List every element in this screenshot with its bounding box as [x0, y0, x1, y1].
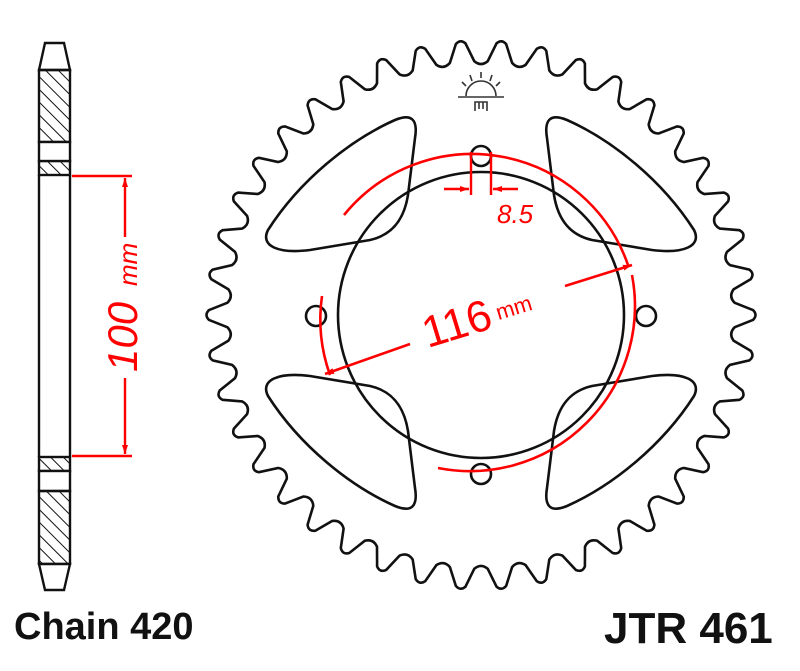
bolt-hole-label: 8.5: [497, 199, 534, 229]
svg-text:116: 116: [416, 290, 497, 357]
bolt-circle-label: 116 mm: [416, 290, 535, 357]
bolt-circle-dimension: [324, 263, 633, 376]
jt-sun-logo-icon: [458, 72, 504, 111]
bolt-hole-bottom: [469, 462, 493, 486]
bore-dimension-label: 100 mm: [99, 243, 146, 372]
bore-dimension: [72, 174, 132, 458]
lower-hub-hatch: [37, 455, 72, 473]
bolt-hole-dimension: [444, 152, 518, 195]
cutout-bottom-left: [264, 373, 417, 510]
bottom-tooth-chamfer: [37, 562, 72, 592]
bolt-hole-right: [634, 304, 658, 328]
sprocket-teeth-outline: [205, 40, 757, 590]
upper-hub-hatch: [37, 159, 72, 177]
svg-text:mm: mm: [113, 243, 143, 286]
cutout-bottom-right: [545, 373, 698, 510]
chain-size-label: Chain 420: [14, 606, 194, 648]
top-tooth-chamfer: [37, 41, 72, 72]
front-view: 116 mm 8.5: [205, 40, 757, 590]
bottom-hatched-region: [37, 489, 72, 566]
top-hatched-region: [37, 68, 72, 144]
svg-text:mm: mm: [493, 290, 535, 325]
center-bore: [336, 170, 626, 460]
cutout-top-right: [545, 116, 698, 253]
bolt-hole-left: [304, 304, 328, 328]
side-profile-view: [37, 41, 72, 592]
part-number-label: JTR 461: [604, 604, 773, 653]
cutout-top-left: [264, 116, 417, 253]
svg-text:100: 100: [99, 301, 146, 372]
